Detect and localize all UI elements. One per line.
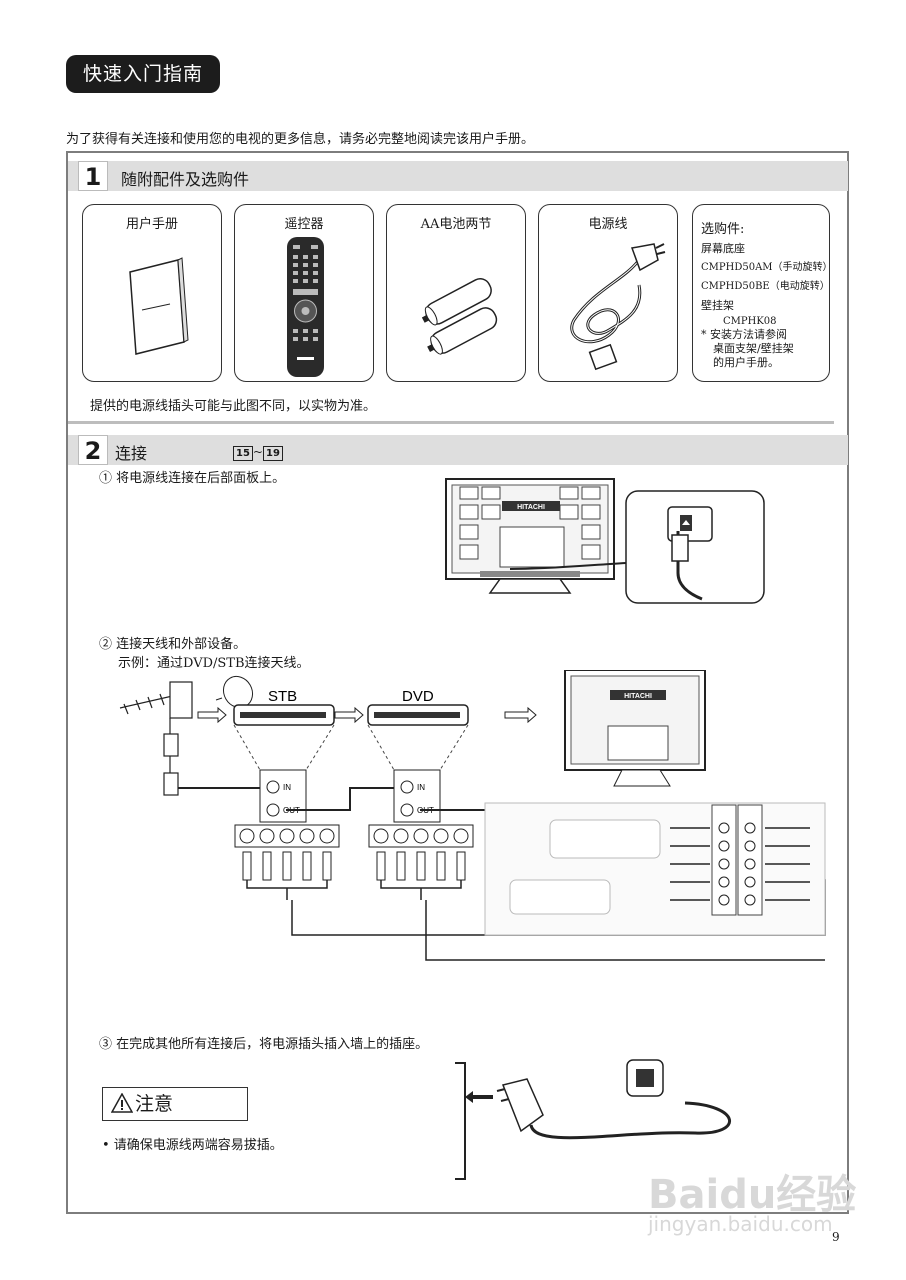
accessory-card-manual: 用户手册 xyxy=(82,204,222,382)
step3-text: ③ 在完成其他所有连接后，将电源插头插入墙上的插座。 xyxy=(99,1037,429,1052)
accessory-label: 遥控器 xyxy=(284,217,324,232)
caution-box: 注意 xyxy=(102,1087,248,1121)
optional-heading: 选购件: xyxy=(701,222,745,237)
tv-brand-label: HITACHI xyxy=(624,693,652,700)
watermark-logo: Baidu经验 xyxy=(648,1172,857,1218)
power-plug-note: 提供的电源线插头可能与此图不同，以实物为准。 xyxy=(90,399,377,414)
wall-plug-diagram xyxy=(455,1059,731,1180)
terminal-panel xyxy=(484,802,826,936)
caution-text: • 请确保电源线两端容易拔插。 xyxy=(102,1138,283,1153)
page-ref-sep: ~ xyxy=(252,445,263,459)
page-ref-start: 15 xyxy=(233,446,253,461)
optional-line: CMPHD50BE（电动旋转） xyxy=(701,281,830,292)
page-number: 9 xyxy=(832,1230,840,1244)
optional-line: CMPHK08 xyxy=(723,316,777,327)
section1-header xyxy=(68,161,848,191)
optional-line: 壁挂架 xyxy=(701,299,734,312)
optional-line: CMPHD50AM（手动旋转） xyxy=(701,262,833,273)
step1-text: ① 将电源线连接在后部面板上。 xyxy=(99,471,286,486)
step2-line2: 示例：通过DVD/STB连接天线。 xyxy=(118,656,310,671)
dvd-label: DVD xyxy=(402,688,434,705)
accessory-label: 用户手册 xyxy=(125,217,178,232)
page-ref-end: 19 xyxy=(262,446,283,461)
optional-line: 的用户手册。 xyxy=(713,356,779,369)
accessory-card-batteries: AA电池两节 xyxy=(386,204,526,382)
stb-device: IN OUT xyxy=(233,704,335,823)
accessory-label: 电源线 xyxy=(588,217,628,232)
brand-label: HITACHI xyxy=(517,504,545,511)
page-title: 快速入门指南 xyxy=(66,55,220,93)
caution-title: 注意 xyxy=(135,1093,174,1115)
optional-line: 屏幕底座 xyxy=(701,242,745,255)
step2-line1: ② 连接天线和外部设备。 xyxy=(99,637,247,652)
battery-icon xyxy=(421,277,498,355)
tv-rear-power-diagram: HITACHI xyxy=(445,478,765,604)
dvd-device: IN OUT xyxy=(367,704,469,823)
intro-text: 为了获得有关连接和使用您的电视的更多信息，请务必完整地阅读完该用户手册。 xyxy=(66,132,535,147)
remote-icon xyxy=(287,237,324,377)
watermark-url: jingyan.baidu.com xyxy=(648,1212,833,1236)
satellite-dish-icon xyxy=(215,675,254,709)
accessory-label: AA电池两节 xyxy=(420,217,492,232)
page-reference: 15~19 xyxy=(233,441,283,461)
optional-line: * 安装方法请参阅 xyxy=(701,328,787,341)
section1-number: 1 xyxy=(78,161,108,191)
dvd-in-label: IN xyxy=(417,783,425,792)
section2-number: 2 xyxy=(78,435,108,465)
tv-rear-panel: HITACHI xyxy=(564,670,706,787)
accessory-card-power-cord: 电源线 xyxy=(538,204,678,382)
section1-title: 随附配件及选购件 xyxy=(121,170,250,189)
optional-accessories: 选购件: 屏幕底座 CMPHD50AM（手动旋转） CMPHD50BE（电动旋转… xyxy=(692,204,833,382)
manual-icon xyxy=(129,257,189,355)
connection-diagram: STB IN OUT DVD IN OUT xyxy=(119,670,826,961)
content-frame xyxy=(66,151,849,1214)
accessory-card-remote: 遥控器 xyxy=(234,204,374,382)
warning-icon xyxy=(110,1088,134,1120)
section2-title: 连接 xyxy=(115,444,148,463)
stb-av-outputs xyxy=(234,824,340,881)
optional-line: 桌面支架/壁挂架 xyxy=(713,342,794,355)
section1-rule xyxy=(68,421,834,424)
stb-label: STB xyxy=(268,688,297,705)
dvd-av-outputs xyxy=(368,824,474,881)
section2-header xyxy=(68,435,848,465)
power-cord-icon xyxy=(570,243,666,371)
stb-in-label: IN xyxy=(283,783,291,792)
antenna-icon xyxy=(119,681,193,796)
